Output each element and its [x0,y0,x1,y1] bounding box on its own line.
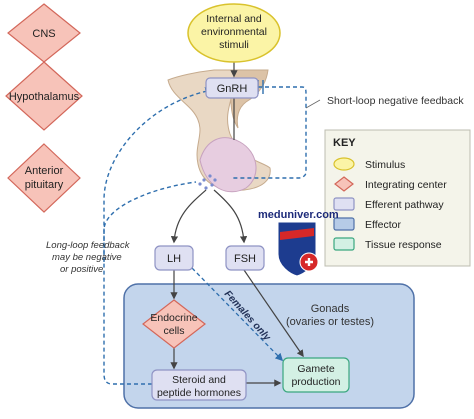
long-loop-to-pituitary-line [103,181,197,262]
watermark: meduniver.com [258,209,339,277]
stimulus-ellipse [187,3,281,63]
stimulus-line-1: Internal and [206,13,262,25]
key-label-3: Effector [365,219,401,231]
short-loop-feedback-line [232,86,307,179]
lh-box [154,245,194,271]
key-swatch-4 [333,237,355,251]
key-label-4: Tissue response [365,239,442,251]
key-swatch-2 [333,197,355,211]
gonads-title: Gonads [311,303,350,315]
key-label-2: Efferent pathway [365,199,444,211]
watermark-text: meduniver.com [258,209,339,221]
stimulus-line-3: stimuli [219,39,249,51]
hypothalamus-diamond: Hypothalamus [5,61,83,131]
long-loop-feedback-line [103,87,214,385]
long-loop-label: Long-loop feedback may be negative or po… [46,240,131,275]
gonads-subtitle: (ovaries or testes) [286,316,374,328]
svg-text:Long-loop feedback: Long-loop feedback [46,240,131,251]
arrow-pituitary-fsh [213,189,248,244]
hormones-label-2: peptide hormones [157,387,241,399]
anterior-pituitary-label-2: pituitary [25,179,64,191]
anterior-pituitary-label-1: Anterior [25,165,64,177]
key-title: KEY [333,137,356,149]
anterior-pituitary-diamond: Anterior pituitary [7,143,81,213]
cns-label: CNS [32,28,55,40]
lh-label: LH [167,253,181,265]
gamete-label-1: Gamete [297,363,335,375]
key-label-0: Stimulus [365,159,405,171]
hormones-label-1: Steroid and [172,374,226,386]
gnrh-box [205,77,259,99]
hypothalamus-label: Hypothalamus [9,91,80,103]
cns-diamond: CNS [7,3,81,63]
arrow-fsh-gamete [243,269,304,358]
key-label-1: Integrating center [365,179,447,191]
fsh-label: FSH [234,253,256,265]
pituitary-cells [198,174,217,190]
svg-text:cells: cells [163,325,184,337]
key-swatch-3 [333,217,355,231]
arrow-pituitary-lh [170,189,207,244]
svg-text:or positive: or positive [60,264,103,275]
gnrh-label: GnRH [217,83,248,95]
key-swatch-0 [333,157,355,171]
stimulus-line-2: environmental [201,26,267,38]
fsh-box [225,245,265,271]
hormones-box [151,369,247,401]
short-loop-label: Short-loop negative feedback [327,95,464,107]
short-loop-pointer [305,99,321,109]
key-swatch-1 [334,176,354,192]
svg-text:Endocrine: Endocrine [150,312,197,324]
endocrine-cells-diamond: Endocrine cells [142,299,206,349]
svg-text:may be negative: may be negative [52,252,122,263]
gamete-box [282,357,350,393]
arrow-lh-gamete-females [191,267,284,362]
gamete-label-2: production [291,376,340,388]
